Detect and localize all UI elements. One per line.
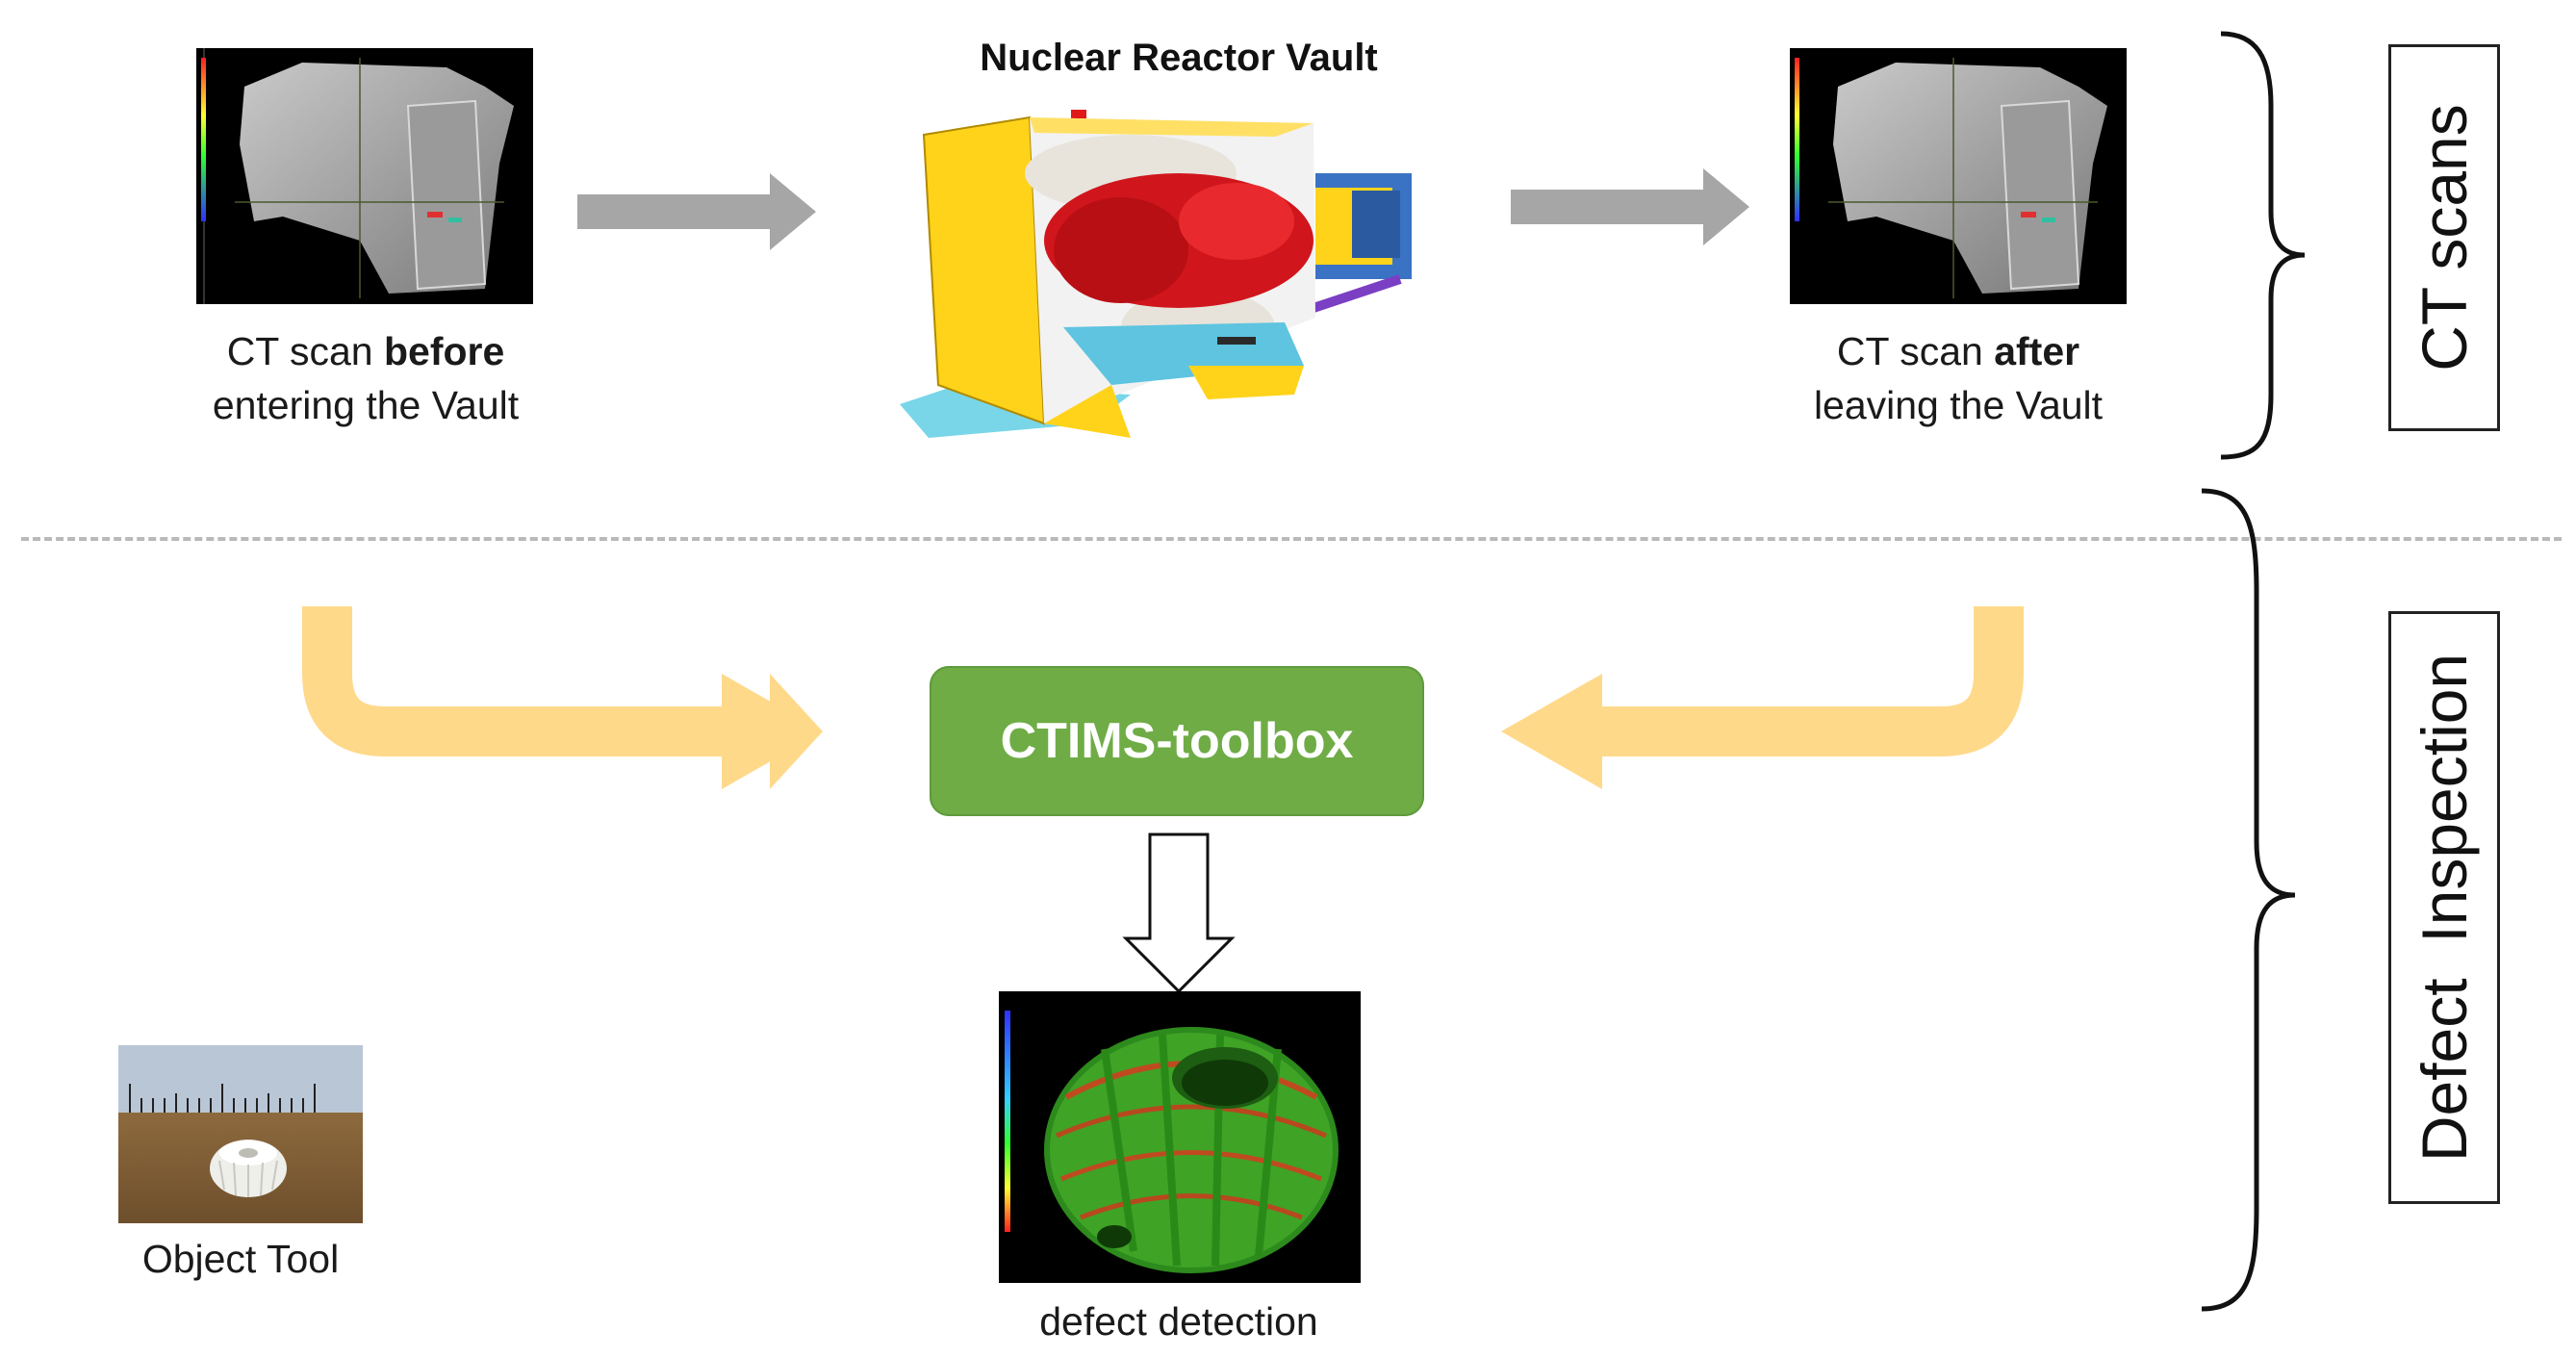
right-arrow-icon <box>1511 168 1749 245</box>
defect-detection-caption: defect detection <box>1039 1299 1318 1344</box>
ctims-toolbox-box: CTIMS-toolbox <box>930 666 1424 816</box>
curly-brace-icon <box>2201 488 2296 1312</box>
defect-inspection-label-box: Defect Inspection <box>2388 611 2500 1204</box>
caption-after-emphasis: after <box>1994 329 2080 373</box>
caption-before-emphasis: before <box>384 329 505 373</box>
caption-after-line1: CT scan <box>1836 329 1995 373</box>
right-arrow-icon <box>577 173 816 250</box>
ctims-toolbox-label: CTIMS-toolbox <box>1000 713 1354 769</box>
reactor-vault-illustration <box>900 77 1458 438</box>
defect-detection-image <box>999 991 1361 1283</box>
curly-brace-icon <box>2220 31 2306 460</box>
caption-before-line2: entering the Vault <box>212 383 520 427</box>
vault-title: Nuclear Reactor Vault <box>980 37 1378 79</box>
object-tool-photo <box>118 1045 363 1223</box>
ct-scan-before-image <box>196 48 533 304</box>
object-tool-caption: Object Tool <box>141 1237 340 1281</box>
ct-scan-after-image <box>1790 48 2127 304</box>
caption-before-line1: CT scan <box>226 329 384 373</box>
curved-arrow-icon <box>1501 606 2024 789</box>
ct-scans-label: CT scans <box>2409 104 2480 372</box>
curved-arrow-icon <box>302 606 823 789</box>
defect-inspection-label: Defect Inspection <box>2409 653 2480 1163</box>
caption-after-line2: leaving the Vault <box>1813 383 2104 427</box>
section-divider <box>21 537 2562 541</box>
caption-after: CT scan after leaving the Vault <box>1742 324 2175 432</box>
down-arrow-icon <box>1122 833 1236 994</box>
ct-scans-label-box: CT scans <box>2388 44 2500 431</box>
caption-before: CT scan before entering the Vault <box>144 324 587 432</box>
